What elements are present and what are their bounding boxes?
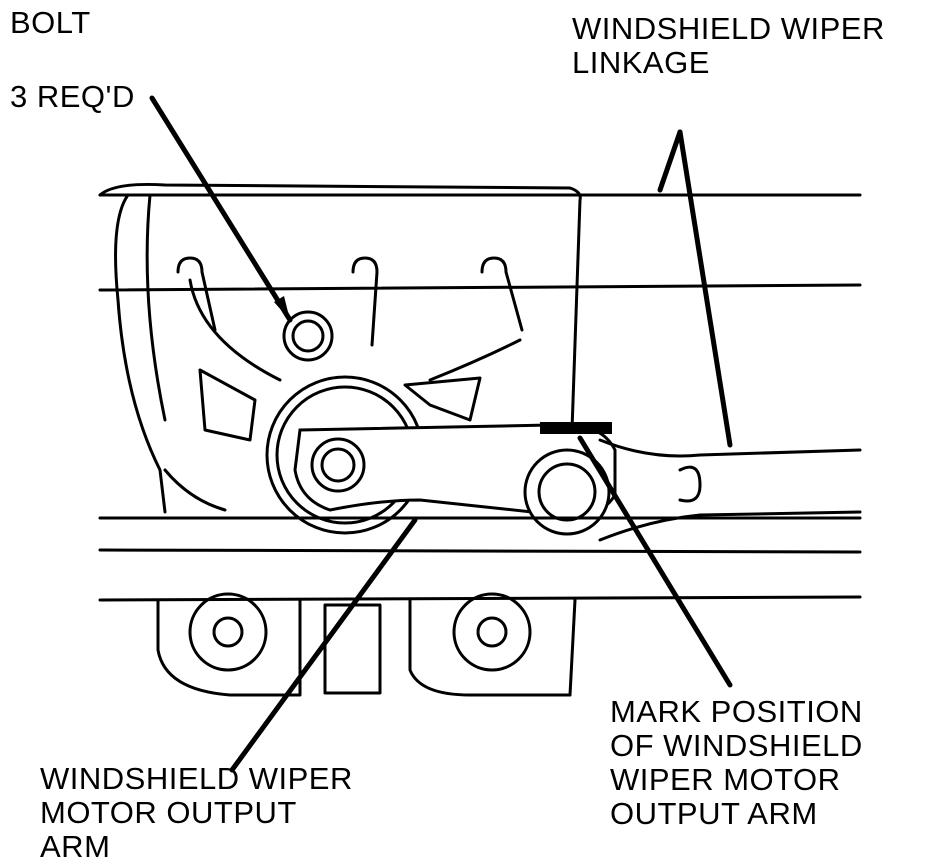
bolt-head-top — [282, 310, 334, 362]
lower-rails — [98, 516, 862, 602]
linkage-rod — [523, 438, 862, 542]
mark-label-line4: OUTPUT ARM — [610, 796, 818, 831]
linkage-label-line1: WINDSHIELD WIPER — [572, 11, 885, 46]
lower-bushings — [156, 592, 577, 697]
output-arm-label-line1: WINDSHIELD WIPER — [40, 761, 353, 796]
linkage-label-line2: LINKAGE — [572, 45, 710, 80]
upper-rails — [98, 193, 862, 292]
output-arm-label-line2: MOTOR OUTPUT — [40, 795, 297, 830]
mark-label-line2: OF WINDSHIELD — [610, 728, 863, 763]
bolt-label: BOLT — [10, 5, 91, 40]
mark-label-line1: MARK POSITION — [610, 694, 863, 729]
linkage-leader-line-b — [677, 129, 733, 448]
bolt-leader-line — [149, 95, 293, 323]
mark-leader-line — [577, 435, 733, 688]
motor-housing — [98, 182, 582, 514]
output-arm-leader-line — [229, 517, 418, 773]
linkage-leader-line-a — [657, 129, 683, 193]
mark-indicator — [540, 422, 612, 434]
mark-label-line3: WIPER MOTOR — [610, 762, 841, 797]
bolt-arrowhead — [274, 296, 290, 320]
output-arm-label-line3: ARM — [40, 829, 111, 864]
leader-lines — [149, 95, 733, 773]
bolt-qty-label: 3 REQ'D — [10, 79, 135, 114]
